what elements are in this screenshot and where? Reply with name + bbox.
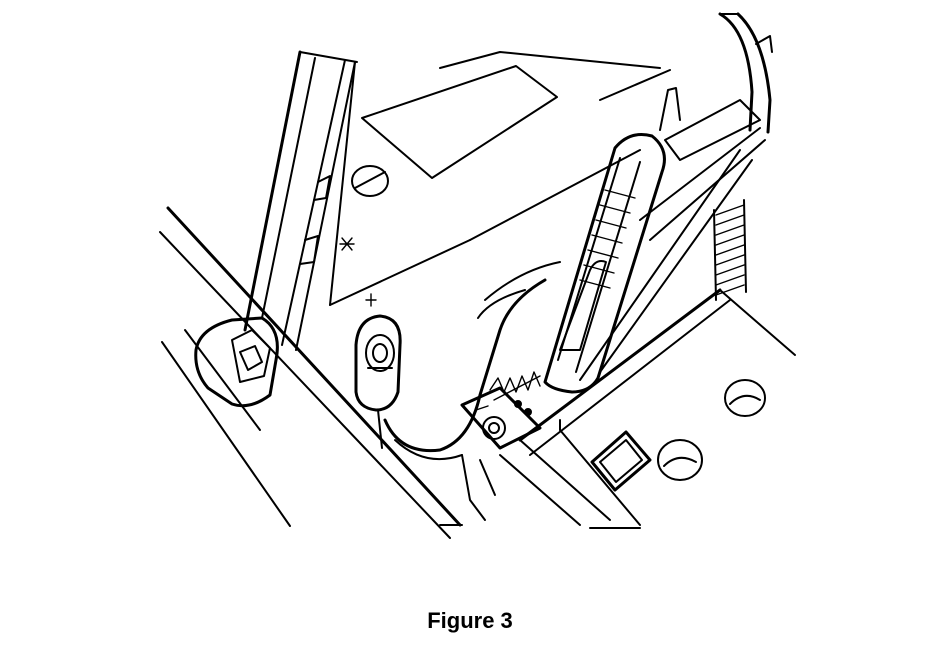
hinge-lever [579, 12, 773, 381]
recliner-spring [489, 371, 541, 401]
front-left-rail [159, 206, 462, 539]
under-seat-frame [383, 261, 561, 521]
right-lower-panel [559, 379, 766, 526]
left-side-panel [243, 50, 358, 351]
right-frame-rail [499, 288, 796, 526]
pivot-bolt [460, 386, 542, 450]
base-lines [439, 524, 641, 529]
mounting-tab [354, 314, 402, 449]
coil-spring [713, 199, 747, 301]
figure-caption: Figure 3 [427, 608, 513, 633]
recliner-arm [543, 133, 666, 394]
left-bracket [194, 316, 279, 408]
seat-base-plate [329, 51, 671, 307]
